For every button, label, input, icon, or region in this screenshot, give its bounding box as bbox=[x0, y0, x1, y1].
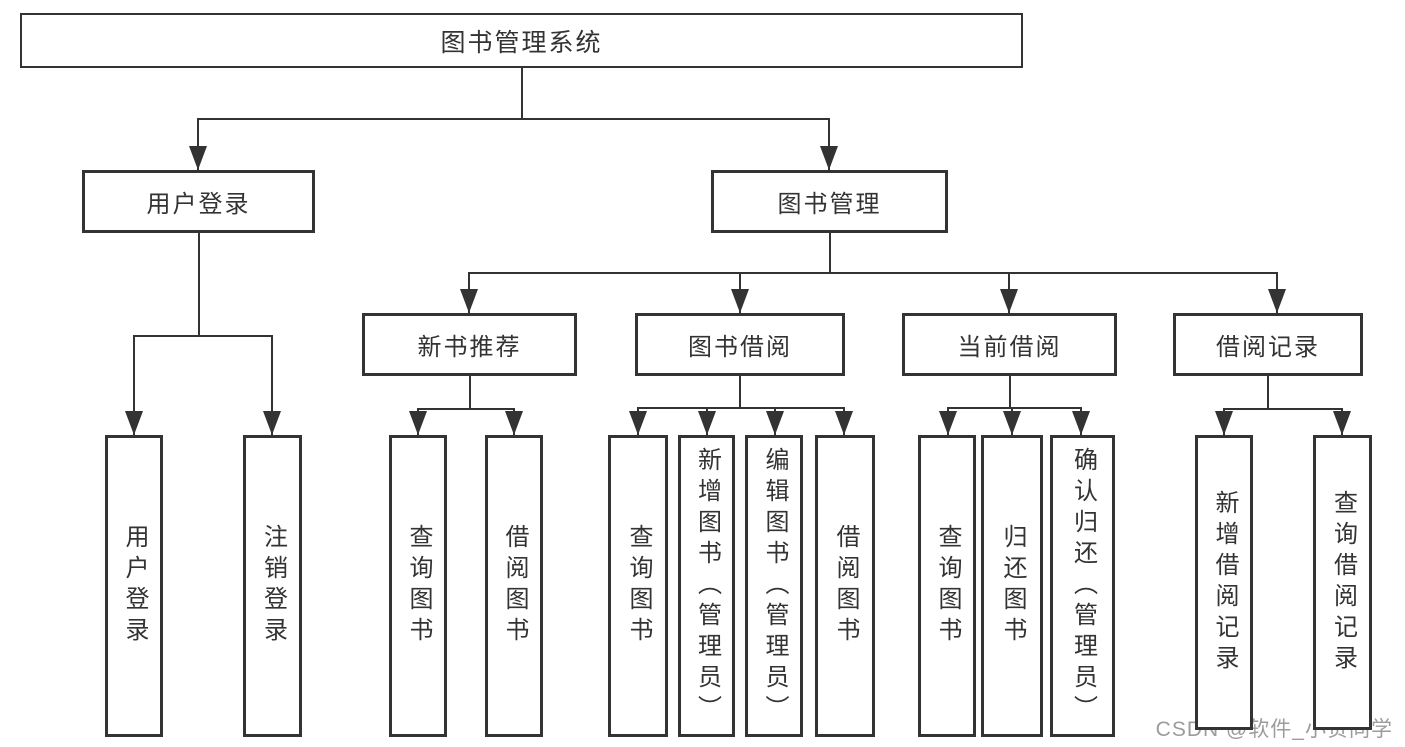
node-label: 查询图书 bbox=[625, 524, 652, 648]
arrow-down-icon bbox=[1333, 411, 1351, 435]
edge-rail-line bbox=[1223, 408, 1343, 410]
arrow-down-icon bbox=[835, 411, 853, 435]
arrow-down-icon bbox=[766, 411, 784, 435]
node-ul-logout: 注销登录 bbox=[243, 435, 302, 737]
edge-rail-line bbox=[947, 407, 1082, 409]
node-label: 新书推荐 bbox=[417, 334, 522, 361]
arrow-down-icon bbox=[820, 146, 838, 170]
arrow-down-icon bbox=[629, 411, 647, 435]
node-ul-login: 用户登录 bbox=[105, 435, 163, 737]
node-label: 查询图书 bbox=[405, 524, 432, 648]
node-label: 图书借阅 bbox=[688, 334, 792, 361]
arrow-down-icon bbox=[1268, 289, 1286, 313]
node-label: 当前借阅 bbox=[957, 334, 1062, 361]
node-label: 借阅图书 bbox=[832, 524, 859, 648]
node-br-query: 查询借阅记录 bbox=[1313, 435, 1372, 730]
node-label: 编辑图书（管理员） bbox=[761, 446, 788, 726]
arrow-down-icon bbox=[1215, 411, 1233, 435]
node-label: 新增借阅记录 bbox=[1211, 489, 1238, 676]
node-bb-edit: 编辑图书（管理员） bbox=[745, 435, 803, 737]
edge-feed-line bbox=[469, 376, 471, 410]
edge-drop-line bbox=[828, 118, 830, 170]
node-label: 查询借阅记录 bbox=[1329, 489, 1357, 676]
node-book-mgmt: 图书管理 bbox=[711, 170, 948, 233]
edge-feed-line bbox=[1009, 376, 1011, 409]
node-root: 图书管理系统 bbox=[20, 13, 1023, 68]
node-book-borrow: 图书借阅 bbox=[635, 313, 845, 376]
edge-drop-line bbox=[133, 335, 135, 435]
node-br-add: 新增借阅记录 bbox=[1195, 435, 1253, 730]
arrow-down-icon bbox=[698, 411, 716, 435]
arrow-down-icon bbox=[460, 289, 478, 313]
arrow-down-icon bbox=[125, 411, 143, 435]
node-current-borrow: 当前借阅 bbox=[902, 313, 1117, 376]
arrow-down-icon bbox=[1003, 411, 1021, 435]
node-label: 注销登录 bbox=[259, 524, 287, 648]
node-label: 图书管理系统 bbox=[440, 28, 603, 57]
node-label: 借阅记录 bbox=[1216, 334, 1320, 361]
node-label: 查询图书 bbox=[934, 524, 961, 648]
node-nb-query: 查询图书 bbox=[389, 435, 447, 737]
edge-rail-line bbox=[133, 335, 273, 337]
node-bb-borrow: 借阅图书 bbox=[815, 435, 875, 737]
node-label: 借阅图书 bbox=[501, 524, 528, 648]
node-cb-confirm: 确认归还（管理员） bbox=[1050, 435, 1115, 737]
arrow-down-icon bbox=[1072, 411, 1090, 435]
edge-rail-line bbox=[417, 408, 515, 410]
node-cb-return: 归还图书 bbox=[981, 435, 1043, 737]
node-label: 新增图书（管理员） bbox=[693, 446, 721, 726]
node-label: 图书管理 bbox=[777, 191, 882, 218]
node-nb-borrow: 借阅图书 bbox=[485, 435, 543, 737]
arrow-down-icon bbox=[939, 411, 957, 435]
node-label: 归还图书 bbox=[999, 524, 1026, 648]
node-user-login: 用户登录 bbox=[82, 170, 315, 233]
node-label: 用户登录 bbox=[121, 524, 148, 648]
arrow-down-icon bbox=[189, 146, 207, 170]
arrow-down-icon bbox=[409, 411, 427, 435]
edge-rail-line bbox=[637, 407, 845, 409]
node-borrow-record: 借阅记录 bbox=[1173, 313, 1363, 376]
node-bb-add: 新增图书（管理员） bbox=[678, 435, 735, 737]
node-new-book-rec: 新书推荐 bbox=[362, 313, 577, 376]
edge-drop-line bbox=[271, 335, 273, 435]
arrow-down-icon bbox=[731, 289, 749, 313]
edge-rail-line bbox=[197, 118, 830, 120]
arrow-down-icon bbox=[263, 411, 281, 435]
edge-feed-line bbox=[521, 68, 523, 120]
edge-feed-line bbox=[198, 233, 200, 337]
edge-feed-line bbox=[829, 233, 831, 274]
node-label: 用户登录 bbox=[146, 191, 251, 218]
node-cb-query: 查询图书 bbox=[918, 435, 976, 737]
arrow-down-icon bbox=[505, 411, 523, 435]
edge-drop-line bbox=[197, 118, 199, 170]
node-bb-query: 查询图书 bbox=[608, 435, 668, 737]
edge-rail-line bbox=[468, 272, 1278, 274]
arrow-down-icon bbox=[1000, 289, 1018, 313]
edge-feed-line bbox=[739, 376, 741, 409]
node-label: 确认归还（管理员） bbox=[1069, 446, 1097, 726]
edge-feed-line bbox=[1267, 376, 1269, 410]
